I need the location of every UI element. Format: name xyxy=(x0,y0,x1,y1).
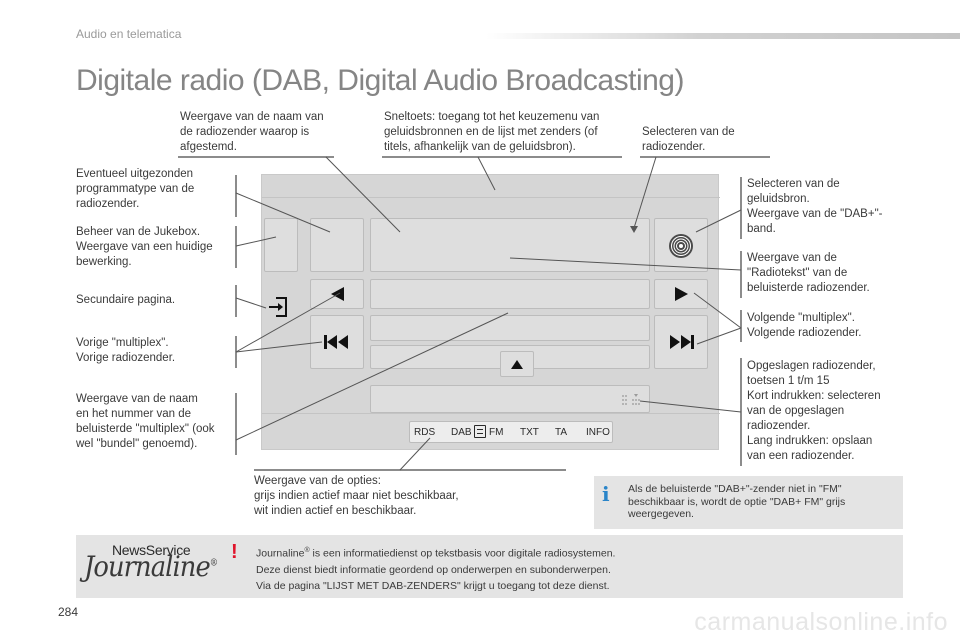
logo-newsservice: NewsService xyxy=(112,542,191,558)
multiplex-tile xyxy=(370,385,650,413)
callout-rule xyxy=(178,156,334,158)
option-rds[interactable]: RDS xyxy=(414,427,436,438)
callout-select-source: Selecteren van de geluidsbron. Weergave … xyxy=(747,178,883,235)
callout-shortcut: Sneltoets: toegang tot het keuzemenu van… xyxy=(384,111,600,153)
callout-secondary-page: Secundaire pagina. xyxy=(76,294,176,306)
callout-jukebox: Beheer van de Jukebox. Weergave van een … xyxy=(76,226,213,268)
note-text: Journaline® is een informatiedienst op t… xyxy=(256,543,615,594)
radio-screen: RDS DAB FM TXT TA INFO xyxy=(261,174,720,450)
info-text: Als de beluisterde "DAB+"-zender niet in… xyxy=(628,483,846,520)
callout-rule xyxy=(740,251,742,298)
callout-rule xyxy=(235,285,237,317)
callout-station-name: Weergave van de naam van de radiozender … xyxy=(180,111,324,153)
callout-presets: Opgeslagen radiozender, toetsen 1 t/m 15… xyxy=(747,360,881,462)
page-number: 284 xyxy=(58,605,79,619)
option-txt[interactable]: TXT xyxy=(520,427,539,438)
note-line-1: Journaline® is een informatiedienst op t… xyxy=(256,547,616,560)
callout-rule xyxy=(640,156,770,158)
scroll-up-button[interactable] xyxy=(500,351,534,377)
callout-rule xyxy=(740,177,742,239)
callout-options: Weergave van de opties: grijs indien act… xyxy=(254,475,459,517)
dab-fm-link-icon xyxy=(474,425,486,438)
journaline-logo: NewsService Journaline® xyxy=(82,536,218,596)
callout-rule xyxy=(235,226,237,268)
dab-band-icon xyxy=(669,234,693,258)
next-button[interactable] xyxy=(654,279,708,309)
callout-rule xyxy=(235,175,237,217)
callout-rule xyxy=(740,310,742,342)
jukebox-tile[interactable] xyxy=(264,218,298,272)
info-icon: i xyxy=(602,482,610,506)
source-button[interactable] xyxy=(654,218,708,272)
screen-divider xyxy=(262,197,720,198)
callout-select-station: Selecteren van de radiozender. xyxy=(642,126,735,153)
skip-forward-icon xyxy=(670,335,694,349)
preset-row[interactable] xyxy=(370,315,650,341)
option-ta[interactable]: TA xyxy=(555,427,568,438)
option-info[interactable]: INFO xyxy=(586,427,610,438)
skip-back-icon xyxy=(324,335,348,349)
callout-programme-type: Eventueel uitgezonden programmatype van … xyxy=(76,168,195,210)
callout-multiplex-name: Weergave van de naam en het nummer van d… xyxy=(76,393,215,450)
journaline-note: NewsService Journaline® ! Journaline® is… xyxy=(76,535,903,598)
callout-radiotext: Weergave van de "Radiotekst" van de belu… xyxy=(747,252,870,294)
next-multiplex-button[interactable] xyxy=(654,315,708,369)
section-header-bar xyxy=(486,33,960,39)
warning-icon: ! xyxy=(231,541,238,563)
info-box: i Als de beluisterde "DAB+"-zender niet … xyxy=(594,476,903,529)
screen-divider xyxy=(262,413,720,414)
list-menu-icon xyxy=(622,394,640,405)
option-fm[interactable]: FM xyxy=(489,427,504,438)
secondary-page-icon[interactable] xyxy=(266,294,292,320)
callout-rule xyxy=(254,469,566,471)
callout-rule xyxy=(382,156,622,158)
options-bar: RDS DAB FM TXT TA INFO xyxy=(409,421,613,443)
triangle-right-icon xyxy=(675,287,688,301)
option-dab[interactable]: DAB xyxy=(451,427,472,438)
callout-next-multiplex: Volgende "multiplex". Volgende radiozend… xyxy=(747,312,862,339)
radiotext-tile xyxy=(370,279,650,309)
logo-journaline: Journaline® xyxy=(84,550,218,583)
page-title: Digitale radio (DAB, Digital Audio Broad… xyxy=(76,64,684,97)
callout-rule xyxy=(235,393,237,455)
watermark: carmanualsonline.info xyxy=(694,608,948,636)
callout-previous-multiplex: Vorige "multiplex". Vorige radiozender. xyxy=(76,337,176,364)
note-line-2: Deze dienst biedt informatie geordend op… xyxy=(256,563,611,576)
note-line-3: Via de pagina "LIJST MET DAB-ZENDERS" kr… xyxy=(256,579,610,592)
triangle-up-icon xyxy=(511,360,523,369)
section-header: Audio en telematica xyxy=(76,27,182,41)
